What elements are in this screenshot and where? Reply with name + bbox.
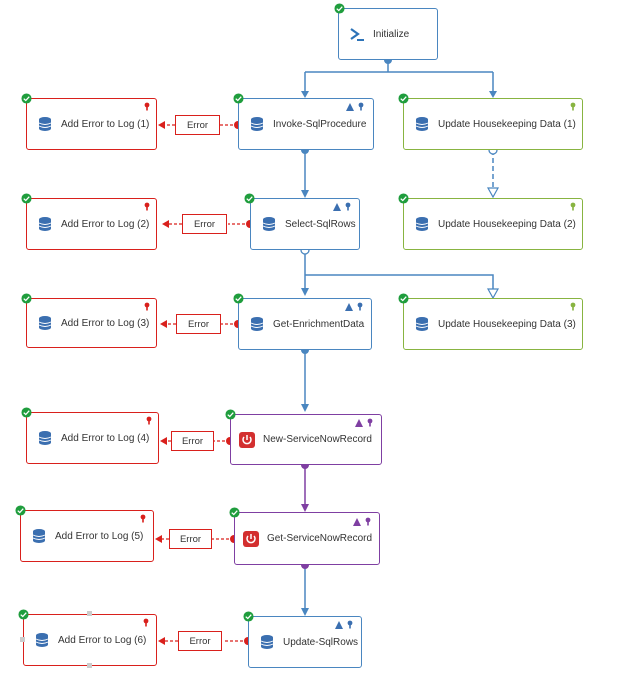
info-pin-icon bbox=[146, 416, 152, 425]
activity-label: Add Error to Log (6) bbox=[58, 634, 147, 646]
trigger-condition-icon bbox=[346, 102, 364, 111]
activity-label: Add Error to Log (2) bbox=[61, 218, 150, 230]
info-pin-icon bbox=[570, 302, 576, 311]
database-icon bbox=[250, 117, 264, 131]
check-circle-icon bbox=[243, 611, 254, 622]
info-pin-icon bbox=[143, 618, 149, 627]
database-icon bbox=[260, 635, 274, 649]
check-circle-icon bbox=[233, 293, 244, 304]
activity-label: Update Housekeeping Data (2) bbox=[438, 218, 576, 230]
activity-update-housekeeping-data-2[interactable]: Update Housekeeping Data (2) bbox=[403, 198, 583, 250]
check-circle-icon bbox=[398, 293, 409, 304]
check-circle-icon bbox=[21, 407, 32, 418]
check-circle-icon bbox=[334, 3, 345, 14]
database-icon bbox=[38, 316, 52, 330]
database-icon bbox=[35, 633, 49, 647]
activity-initialize[interactable]: Initialize bbox=[338, 8, 438, 60]
activity-label: Add Error to Log (4) bbox=[61, 432, 150, 444]
power-icon bbox=[239, 431, 255, 448]
check-circle-icon bbox=[21, 193, 32, 204]
selection-handle[interactable] bbox=[87, 663, 92, 668]
check-circle-icon bbox=[18, 609, 29, 620]
activity-add-error-to-log-1[interactable]: Add Error to Log (1) bbox=[26, 98, 157, 150]
trigger-condition-icon bbox=[335, 620, 353, 629]
activity-label: Add Error to Log (1) bbox=[61, 118, 150, 130]
database-icon bbox=[415, 317, 429, 331]
activity-update-housekeeping-data-3[interactable]: Update Housekeeping Data (3) bbox=[403, 298, 583, 350]
check-circle-icon bbox=[225, 409, 236, 420]
database-icon bbox=[38, 117, 52, 131]
check-circle-icon bbox=[15, 505, 26, 516]
check-circle-icon bbox=[398, 193, 409, 204]
info-pin-icon bbox=[570, 102, 576, 111]
info-pin-icon bbox=[140, 514, 146, 523]
activity-update-sqlrows[interactable]: Update-SqlRows bbox=[248, 616, 362, 668]
activity-add-error-to-log-4[interactable]: Add Error to Log (4) bbox=[26, 412, 159, 464]
error-link-label[interactable]: Error bbox=[178, 631, 222, 651]
activity-label: Select-SqlRows bbox=[285, 218, 356, 230]
database-icon bbox=[250, 317, 264, 331]
power-icon bbox=[243, 530, 259, 547]
activity-label: Update-SqlRows bbox=[283, 636, 359, 648]
database-icon bbox=[38, 431, 52, 445]
info-pin-icon bbox=[570, 202, 576, 211]
activity-add-error-to-log-5[interactable]: Add Error to Log (5) bbox=[20, 510, 154, 562]
database-icon bbox=[415, 217, 429, 231]
error-link-label[interactable]: Error bbox=[175, 115, 220, 135]
check-circle-icon bbox=[229, 507, 240, 518]
activity-add-error-to-log-6[interactable]: Add Error to Log (6) bbox=[23, 614, 157, 666]
activity-label: Get-EnrichmentData bbox=[273, 318, 365, 330]
powershell-icon bbox=[350, 28, 364, 41]
check-circle-icon bbox=[398, 93, 409, 104]
check-circle-icon bbox=[244, 193, 255, 204]
check-circle-icon bbox=[21, 93, 32, 104]
trigger-condition-icon bbox=[355, 418, 373, 427]
trigger-condition-icon bbox=[345, 302, 363, 311]
database-icon bbox=[38, 217, 52, 231]
info-pin-icon bbox=[144, 302, 150, 311]
activity-select-sqlrows[interactable]: Select-SqlRows bbox=[250, 198, 360, 250]
activity-update-housekeeping-data-1[interactable]: Update Housekeeping Data (1) bbox=[403, 98, 583, 150]
database-icon bbox=[32, 529, 46, 543]
activity-label: Update Housekeeping Data (1) bbox=[438, 118, 576, 130]
info-pin-icon bbox=[144, 202, 150, 211]
activity-add-error-to-log-2[interactable]: Add Error to Log (2) bbox=[26, 198, 157, 250]
selection-handle[interactable] bbox=[20, 637, 25, 642]
error-link-label[interactable]: Error bbox=[169, 529, 212, 549]
activity-label: Add Error to Log (5) bbox=[55, 530, 144, 542]
error-link-label[interactable]: Error bbox=[171, 431, 214, 451]
trigger-condition-icon bbox=[333, 202, 351, 211]
activity-label: Invoke-SqlProcedure bbox=[273, 118, 367, 130]
activity-new-servicenowrecord[interactable]: New-ServiceNowRecord bbox=[230, 414, 382, 465]
activity-label: Update Housekeeping Data (3) bbox=[438, 318, 576, 330]
activity-label: New-ServiceNowRecord bbox=[263, 434, 372, 445]
info-pin-icon bbox=[144, 102, 150, 111]
database-icon bbox=[262, 217, 276, 231]
activity-add-error-to-log-3[interactable]: Add Error to Log (3) bbox=[26, 298, 157, 348]
trigger-condition-icon bbox=[353, 517, 371, 526]
error-link-label[interactable]: Error bbox=[182, 214, 227, 234]
activity-label: Add Error to Log (3) bbox=[61, 317, 150, 329]
check-circle-icon bbox=[233, 93, 244, 104]
check-circle-icon bbox=[21, 293, 32, 304]
database-icon bbox=[415, 117, 429, 131]
activity-label: Initialize bbox=[373, 28, 410, 40]
error-link-label[interactable]: Error bbox=[176, 314, 221, 334]
selection-handle[interactable] bbox=[87, 611, 92, 616]
activity-label: Get-ServiceNowRecord bbox=[267, 533, 373, 544]
